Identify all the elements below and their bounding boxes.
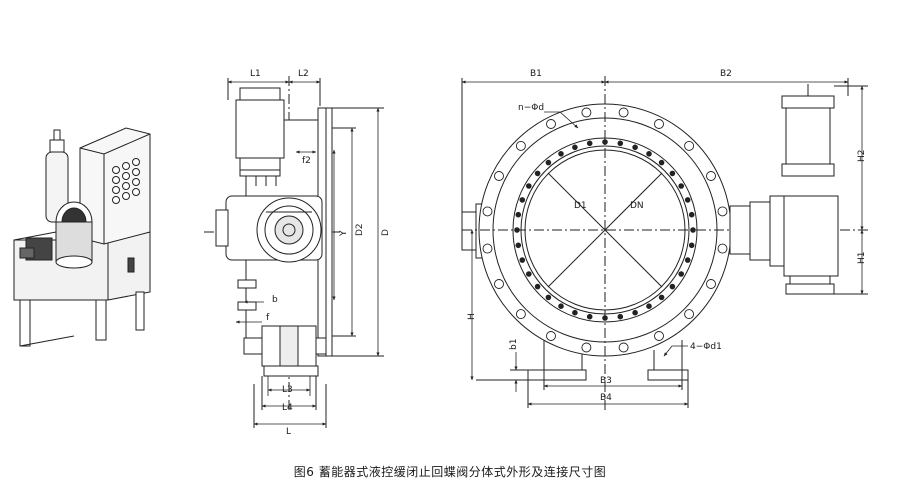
outer-bolt-hole bbox=[706, 279, 716, 289]
outer-bolt-hole bbox=[482, 243, 493, 254]
inner-bolt-hole bbox=[646, 303, 652, 310]
dim-B2: B2 bbox=[720, 69, 732, 79]
inner-bolt-hole bbox=[525, 183, 532, 189]
inner-bolt-hole bbox=[515, 242, 522, 249]
inner-bolt-hole bbox=[669, 170, 676, 177]
outer-bolt-hole bbox=[684, 140, 695, 151]
outer-bolt-hole bbox=[546, 331, 556, 341]
inner-bolt-hole bbox=[602, 139, 608, 145]
inner-bolt-hole bbox=[684, 197, 691, 203]
dim-f: f bbox=[266, 313, 270, 323]
inner-bolt-hole bbox=[617, 140, 624, 147]
dim-L4: L4 bbox=[282, 403, 293, 413]
inner-bolt-hole bbox=[669, 283, 676, 290]
outer-bolt-hole bbox=[546, 119, 556, 129]
inner-bolt-hole bbox=[632, 144, 638, 151]
inner-bolt-hole bbox=[534, 283, 541, 290]
inner-bolt-hole bbox=[646, 151, 652, 157]
inner-bolt-hole bbox=[586, 313, 593, 320]
hydraulic-unit bbox=[13, 127, 151, 347]
inner-bolt-hole bbox=[525, 271, 532, 277]
front-view bbox=[461, 76, 868, 410]
dim-f2: f2 bbox=[302, 156, 311, 166]
label-DN: DN bbox=[630, 201, 644, 211]
dim-L1: L1 bbox=[250, 69, 261, 79]
label-4-d1: 4−Φd1 bbox=[690, 342, 722, 352]
inner-bolt-hole bbox=[678, 271, 684, 277]
inner-bolt-hole bbox=[690, 227, 696, 233]
figure-caption: 图6 蓄能器式液控缓闭止回蝶阀分体式外形及连接尺寸图 bbox=[293, 465, 607, 479]
outer-bolt-hole bbox=[581, 107, 592, 118]
dim-B1: B1 bbox=[530, 69, 542, 79]
inner-bolt-hole bbox=[558, 151, 564, 157]
dim-L2: L2 bbox=[298, 69, 309, 79]
outer-bolt-hole bbox=[515, 140, 526, 151]
dim-D2: D2 bbox=[355, 223, 365, 236]
outer-bolt-hole bbox=[717, 243, 728, 254]
label-n-d: n−Φd bbox=[518, 103, 544, 113]
inner-bolt-hole bbox=[519, 197, 526, 203]
outer-bolt-hole bbox=[494, 171, 504, 181]
outer-bolt-hole bbox=[717, 206, 728, 217]
dim-L: L bbox=[286, 427, 291, 437]
outer-bolt-hole bbox=[581, 342, 592, 353]
dim-B3: B3 bbox=[600, 376, 612, 386]
inner-bolt-hole bbox=[572, 309, 578, 316]
side-view-labels: L1 L2 f2 Y D2 D b f L3 L4 L bbox=[250, 69, 391, 437]
inner-bolt-hole bbox=[658, 159, 665, 166]
inner-bolt-hole bbox=[658, 294, 665, 301]
inner-bolt-hole bbox=[515, 211, 522, 218]
outer-bolt-hole bbox=[618, 107, 629, 118]
outer-bolt-hole bbox=[515, 309, 526, 320]
inner-bolt-hole bbox=[586, 140, 593, 147]
front-view-dimensions bbox=[461, 80, 864, 406]
inner-bolt-hole bbox=[688, 242, 695, 249]
inner-bolt-hole bbox=[684, 257, 691, 263]
label-D1: D1 bbox=[574, 201, 587, 211]
dim-D: D bbox=[381, 229, 391, 236]
inner-bolt-hole bbox=[545, 159, 552, 166]
outer-bolt-hole bbox=[706, 171, 716, 181]
outer-bolt-hole bbox=[494, 279, 504, 289]
dim-b: b bbox=[272, 295, 278, 305]
inner-bolt-hole bbox=[617, 313, 624, 320]
dim-b1: b1 bbox=[509, 339, 519, 350]
cabinet-buttons bbox=[112, 158, 140, 204]
inner-bolt-hole bbox=[572, 144, 578, 151]
inner-bolt-hole bbox=[519, 257, 526, 263]
dim-H1: H1 bbox=[857, 252, 867, 265]
outer-bolt-holes bbox=[482, 107, 728, 353]
outer-bolt-hole bbox=[654, 331, 664, 341]
outer-bolt-hole bbox=[618, 342, 629, 353]
inner-bolt-hole bbox=[545, 294, 552, 301]
dim-H2: H2 bbox=[857, 150, 867, 163]
front-view-labels: B1 B2 n−Φd D1 DN H H1 H2 b1 4−Φd1 B3 B4 bbox=[467, 69, 867, 403]
side-view-dimensions bbox=[227, 80, 380, 426]
inner-bolt-hole bbox=[602, 315, 608, 321]
dim-H: H bbox=[467, 313, 477, 320]
inner-bolt-hole bbox=[558, 303, 564, 310]
dim-Y: Y bbox=[339, 230, 349, 237]
inner-bolt-hole bbox=[632, 309, 638, 316]
inner-bolt-holes bbox=[514, 139, 696, 321]
inner-bolt-hole bbox=[678, 183, 684, 189]
dim-L3: L3 bbox=[282, 385, 293, 395]
inner-bolt-hole bbox=[514, 227, 520, 233]
side-view bbox=[204, 76, 384, 428]
inner-bolt-hole bbox=[534, 170, 541, 177]
inner-bolt-hole bbox=[688, 211, 695, 218]
outer-bolt-hole bbox=[482, 206, 493, 217]
outer-bolt-hole bbox=[654, 119, 664, 129]
dim-B4: B4 bbox=[600, 393, 612, 403]
outer-bolt-hole bbox=[684, 309, 695, 320]
